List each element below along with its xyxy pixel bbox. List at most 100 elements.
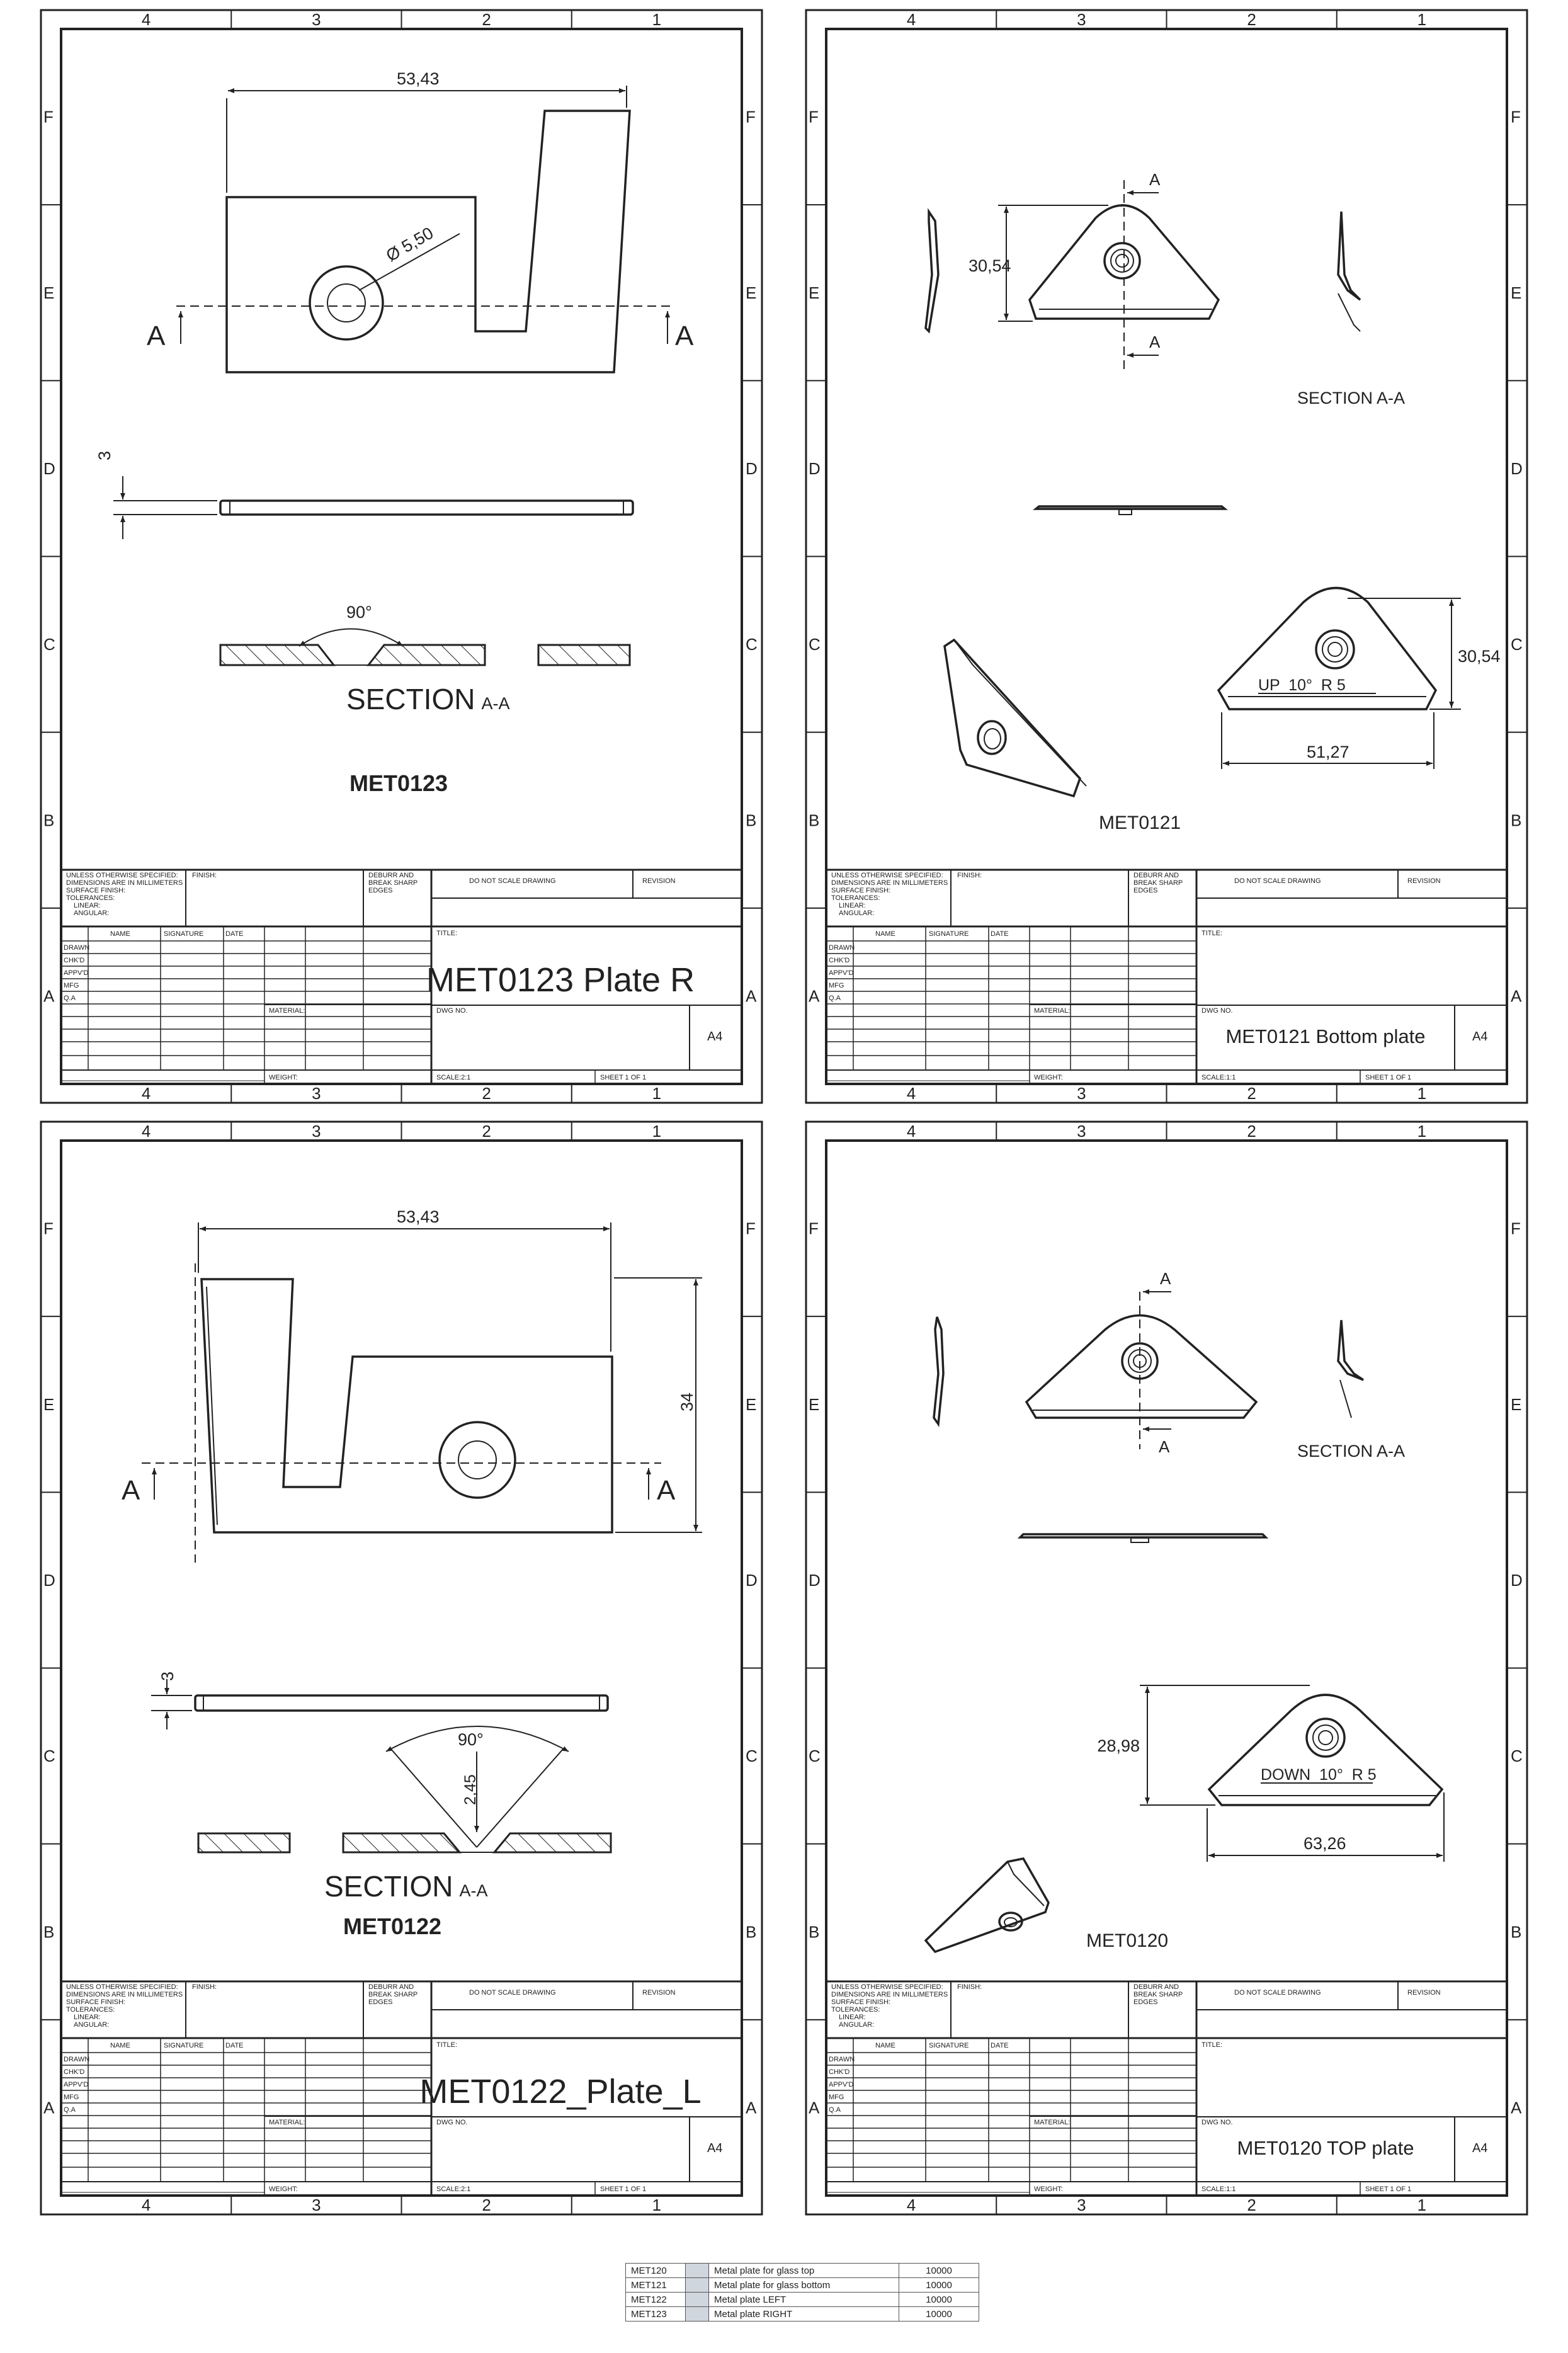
zone-row-label: C [1511,635,1523,654]
zone-row-label: F [809,108,819,127]
bom-code: MET121 [625,2277,686,2293]
tb-deburr: EDGES [1133,887,1158,894]
zone-row-label: E [746,283,756,302]
zone-row-label: D [1511,459,1523,478]
dim-height1: 30,54 [969,256,1011,275]
zone-col-label: 4 [142,2196,151,2214]
tb-finish: FINISH: [192,1983,217,1991]
tb-scale: SCALE:2:1 [436,2185,470,2193]
zone-col-label: 4 [907,1084,916,1103]
zone-col-label: 3 [1077,1084,1086,1103]
tb-mfg: MFG [64,2094,79,2101]
tb-size: A4 [707,2141,722,2155]
tb-signature: SIGNATURE [164,930,203,938]
zone-row-label: F [43,108,54,127]
dim-bend: UP 10° R 5 [1258,676,1346,694]
bom-qty: 10000 [899,2263,979,2278]
tb-tolerances: TOLERANCES: [831,894,880,902]
zone-row-label: D [809,459,821,478]
tb-size: A4 [1472,1030,1487,1044]
tb-chkd: CHK'D [829,957,849,964]
zone-row-label: E [43,1395,54,1414]
tb-tolerances: TOLERANCES: [66,894,115,902]
tb-title-label: TITLE: [436,2041,457,2049]
dim-thickness: 3 [95,451,114,460]
drawing-title: MET0123 Plate R [426,961,695,999]
tb-signature: SIGNATURE [929,2042,969,2049]
zone-row-label: E [1511,1395,1521,1414]
zone-col-label: 1 [1417,10,1426,29]
bom-code: MET123 [625,2306,686,2322]
tb-date: DATE [225,930,244,938]
zone-row-label: D [43,1571,55,1590]
zone-col-label: 3 [312,10,321,29]
tb-revision: REVISION [642,877,676,885]
dim-depth: 2,45 [462,1774,479,1805]
tb-unless: UNLESS OTHERWISE SPECIFIED: [66,1983,178,1991]
bom-code: MET122 [625,2292,686,2307]
tb-angular: ANGULAR: [839,2021,874,2029]
zone-row-label: A [809,2098,820,2117]
zone-row-label: D [1511,1571,1523,1590]
zone-row-label: F [43,1219,54,1238]
tb-linear: LINEAR: [74,2014,101,2021]
tb-linear: LINEAR: [839,902,866,909]
zone-row-label: D [746,1571,758,1590]
views-met0122: A A 53,43 34 3 [122,1207,702,1939]
bom-qty: 10000 [899,2292,979,2307]
bom-desc: Metal plate RIGHT [708,2306,899,2322]
tb-material: MATERIAL: [1034,1007,1070,1015]
dim-width: 63,26 [1304,1834,1346,1853]
zone-col-label: 4 [142,1084,151,1103]
tb-chkd: CHK'D [64,2068,84,2076]
tb-name: NAME [875,930,895,938]
tb-revision: REVISION [642,1989,676,1997]
tb-unless: UNLESS OTHERWISE SPECIFIED: [66,872,178,879]
title-block: UNLESS OTHERWISE SPECIFIED:DIMENSIONS AR… [61,869,742,1085]
title-block: UNLESS OTHERWISE SPECIFIED:DIMENSIONS AR… [826,869,1507,1085]
dim-angle: 90° [458,1730,484,1749]
tb-finish: FINISH: [192,872,217,879]
zone-row-label: B [43,1922,54,1941]
tb-qa: Q.A [829,2106,841,2114]
zone-col-label: 4 [907,2196,916,2214]
zone-col-label: 2 [482,1122,491,1141]
zone-row-label: B [809,811,819,829]
tb-sheet: SHEET 1 OF 1 [600,1074,646,1081]
tb-mfg: MFG [829,2094,844,2101]
outer-border [40,9,763,1104]
tb-dims: DIMENSIONS ARE IN MILLIMETERS [831,879,948,887]
tb-chkd: CHK'D [829,2068,849,2076]
tb-dwgno: DWG NO. [1202,2119,1233,2126]
zone-col-label: 2 [482,2196,491,2214]
bom-desc: Metal plate LEFT [708,2292,899,2307]
dim-width: 53,43 [397,1207,440,1226]
tb-weight: WEIGHT: [269,1074,298,1081]
tb-qa: Q.A [829,994,841,1002]
tb-drawn: DRAWN [64,2056,89,2063]
bom-redacted [685,2263,709,2278]
tb-date: DATE [991,930,1009,938]
tb-angular: ANGULAR: [74,2021,109,2029]
tb-surface: SURFACE FINISH: [831,887,890,894]
tb-tolerances: TOLERANCES: [66,2006,115,2014]
tb-date: DATE [991,2042,1009,2049]
bom-desc: Metal plate for glass top [708,2263,899,2278]
dim-height: 28,98 [1097,1736,1140,1755]
zone-col-label: 1 [1417,1084,1426,1103]
part-label: MET0121 [1099,812,1181,833]
tb-noscale: DO NOT SCALE DRAWING [469,1989,556,1997]
tb-finish: FINISH: [957,1983,982,1991]
zone-row-label: B [809,1922,819,1941]
tb-deburr: EDGES [1133,1998,1158,2006]
dim-width: 51,27 [1307,743,1349,761]
tb-mfg: MFG [64,982,79,989]
tb-linear: LINEAR: [839,2014,866,2021]
tb-deburr: BREAK SHARP [1133,1991,1183,1998]
zone-col-label: 4 [907,10,916,29]
zone-row-label: F [1511,108,1521,127]
